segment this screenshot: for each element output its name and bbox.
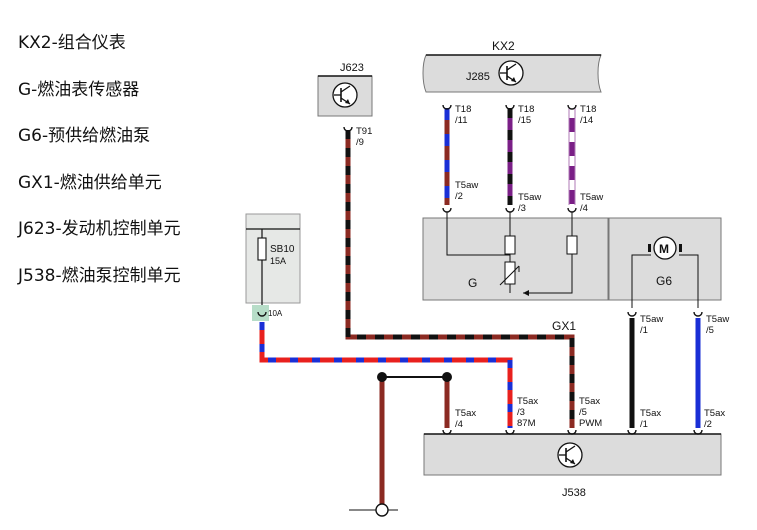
pin-label-t5aw-1: T5aw/1 <box>640 314 663 336</box>
legend-item-g6: G6-预供给燃油泵 <box>18 126 151 146</box>
fuse-holder: SB10 15A <box>245 213 301 321</box>
pin-label-t18-14: T18/14 <box>580 104 596 126</box>
pin-label-t5aw-2: T5aw/2 <box>455 180 478 202</box>
pin-label-t5ax-1: T5ax/1 <box>640 408 661 430</box>
pin-label-t18-11: T18/11 <box>455 104 471 126</box>
legend: KX2-组合仪表 G-燃油表传感器 G6-预供给燃油泵 GX1-燃油供给单元 J… <box>18 28 181 307</box>
fuse-name-label: SB10 <box>270 244 295 255</box>
g6-label: G6 <box>656 274 672 288</box>
legend-item-j623: J623-发动机控制单元 <box>18 219 181 239</box>
j285-label: J285 <box>466 71 490 83</box>
j623-module: J623 <box>317 62 373 117</box>
connector-terminals <box>257 104 703 435</box>
svg-text:M: M <box>659 242 669 256</box>
kx2-label: KX2 <box>492 39 515 53</box>
pin-label-fuse-out: 10A <box>268 309 283 318</box>
legend-item-j538: J538-燃油泵控制单元 <box>18 265 181 286</box>
kx2-instrument-cluster: KX2 J285 <box>422 39 602 93</box>
pin-label-t5aw-4: T5aw/4 <box>580 192 603 214</box>
legend-item-g: G-燃油表传感器 <box>18 79 140 100</box>
pin-label-t5ax-4: T5ax/4 <box>455 408 476 430</box>
pin-label-t5aw-3: T5aw/3 <box>518 192 541 214</box>
j285-transistor-icon <box>498 60 524 86</box>
fuse-rating-label: 15A <box>270 256 286 266</box>
wire-j623-pwm-to-j538 <box>345 130 575 428</box>
legend-item-kx2: KX2-组合仪表 <box>18 33 126 53</box>
j538-fuel-pump-control-unit: J538 <box>423 433 722 499</box>
g-fuel-gauge-sender <box>422 217 609 301</box>
gx1-fuel-supply-unit: G G6 GX1 M <box>422 212 722 333</box>
gx1-label: GX1 <box>552 319 576 333</box>
j623-label: J623 <box>340 62 364 74</box>
pin-label-t5aw-5: T5aw/5 <box>706 314 729 336</box>
j623-transistor-icon <box>332 82 358 108</box>
ground-point <box>375 503 389 517</box>
wire-fuse-to-j538-87m <box>259 322 513 428</box>
pin-label-t18-15: T18/15 <box>518 104 534 126</box>
pin-label-t91-9: T91/9 <box>356 126 372 148</box>
fuel-pump-motor-icon: M <box>648 236 682 260</box>
g-label: G <box>468 276 477 290</box>
fuse-sb10 <box>257 237 267 261</box>
pin-label-t5ax-2: T5ax/2 <box>704 408 725 430</box>
j538-label: J538 <box>562 487 586 499</box>
legend-item-gx1: GX1-燃油供给单元 <box>18 172 162 193</box>
j538-transistor-icon <box>557 442 583 468</box>
wire-ground-to-j538-4 <box>349 372 452 517</box>
wire-kx2-14-to-g-4 <box>568 108 576 205</box>
